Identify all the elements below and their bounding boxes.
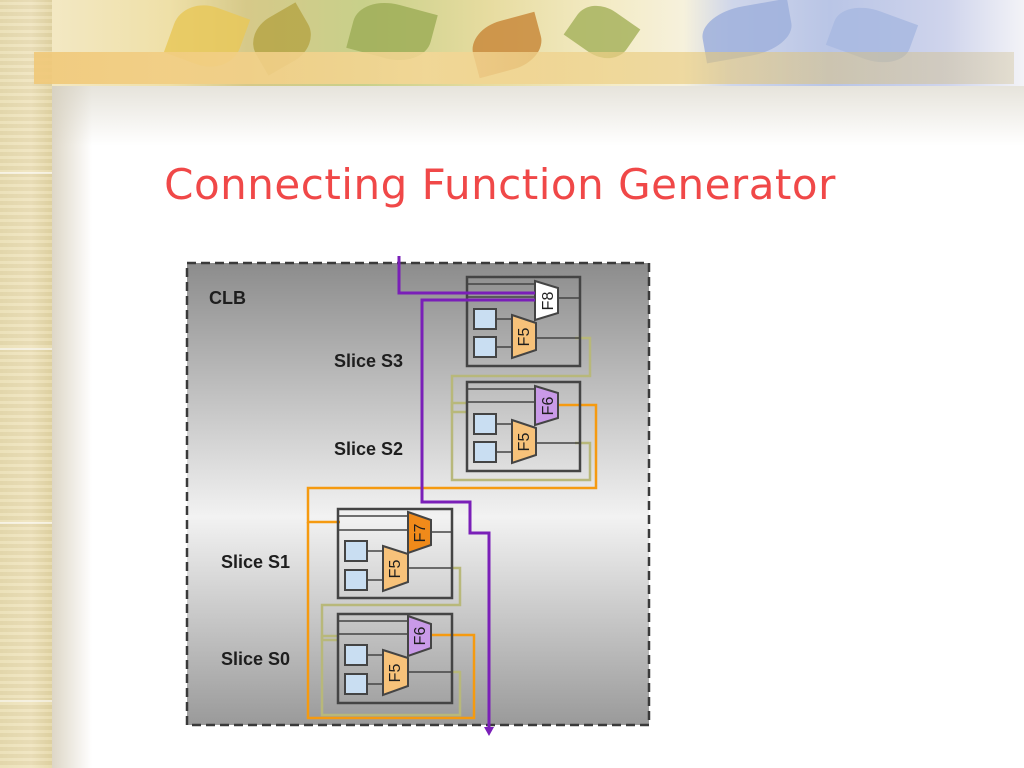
slice-s2-label: Slice S2 <box>334 439 403 459</box>
purple-cascade-wire <box>397 256 535 733</box>
slice-s1 <box>336 507 454 600</box>
slice-s3 <box>465 275 582 368</box>
slice-s1-label: Slice S1 <box>221 552 290 572</box>
s0-upper-mux-label: F6 <box>412 627 429 646</box>
left-decorative-strip <box>0 0 52 768</box>
left-shadow <box>52 86 92 768</box>
clb-label: CLB <box>209 288 246 308</box>
purple-wire-arrow <box>484 727 494 736</box>
slide-title: Connecting Function Generator <box>164 160 836 209</box>
s2-upper-mux-label: F6 <box>540 397 557 416</box>
slice-s2 <box>465 380 582 473</box>
slice-s0 <box>336 612 454 705</box>
s2-lower-mux-label: F5 <box>516 433 533 452</box>
orange-wires <box>306 403 598 720</box>
s0-lower-mux-label: F5 <box>387 664 404 683</box>
s1-upper-mux-label: F7 <box>412 524 429 543</box>
s3-upper-mux-label: F8 <box>540 292 557 311</box>
s1-lower-mux-label: F5 <box>387 560 404 579</box>
slice-s0-label: Slice S0 <box>221 649 290 669</box>
olive-wires <box>320 336 592 717</box>
banner-shadow <box>52 86 1024 146</box>
s3-lower-mux-label: F5 <box>516 328 533 347</box>
banner-gold-band <box>34 52 1014 84</box>
slice-s3-label: Slice S3 <box>334 351 403 371</box>
